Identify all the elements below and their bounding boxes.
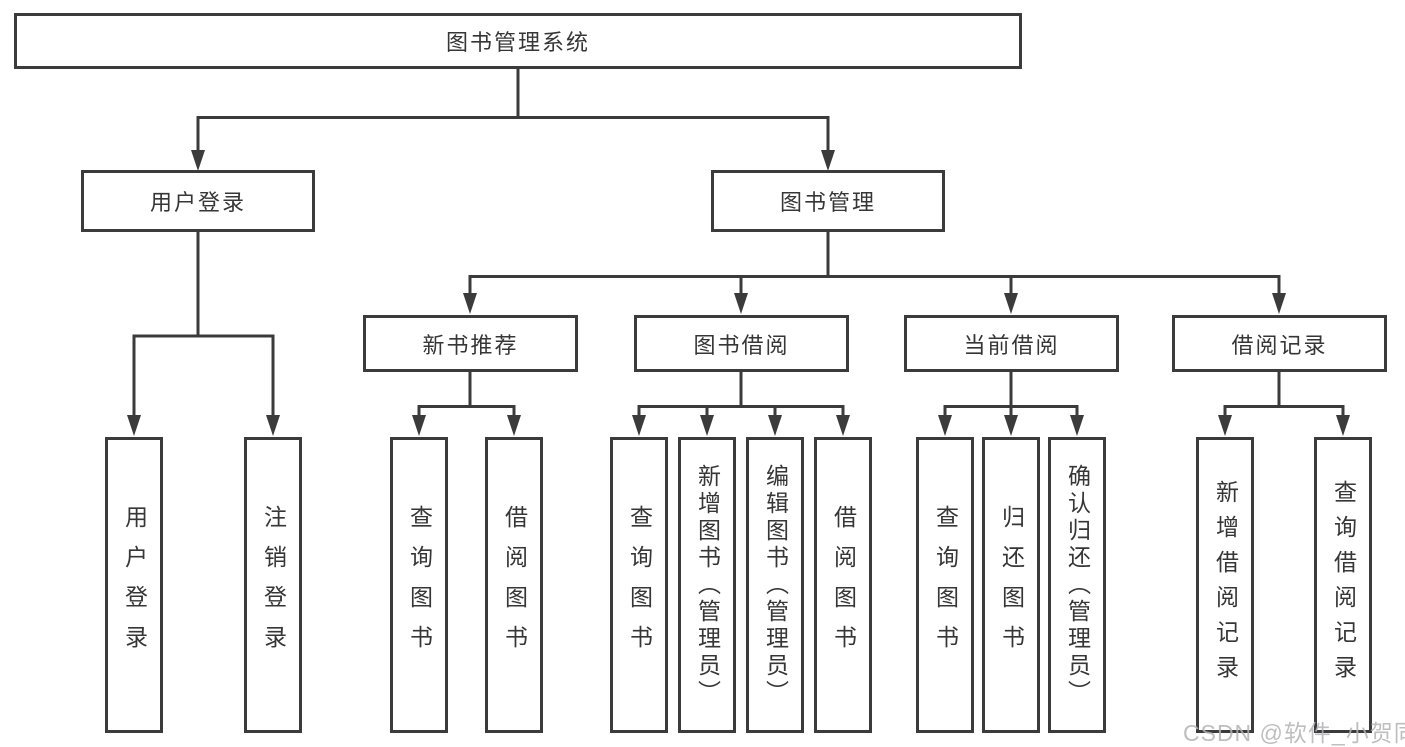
node-label: 确认归还（管理员）: [1064, 463, 1091, 707]
node-user-login: 用户登录: [81, 170, 315, 232]
node-label: 图书借阅: [693, 332, 790, 358]
connector-current-children: [938, 372, 1084, 436]
node-leaf-query-books-3: 查询图书: [916, 437, 974, 733]
connector-root-to-level2: [191, 69, 835, 171]
node-label: 新书推荐: [422, 332, 519, 358]
node-book-management: 图书管理: [711, 170, 945, 232]
connector-records-children: [1218, 372, 1350, 436]
node-current-borrow: 当前借阅: [904, 315, 1119, 372]
connector-login-children: [127, 232, 280, 436]
node-label: 查询图书: [626, 505, 653, 665]
node-leaf-logout: 注销登录: [244, 437, 302, 733]
node-leaf-query-books-1: 查询图书: [390, 437, 448, 733]
node-leaf-query-borrow-record: 查询借阅记录: [1314, 437, 1372, 733]
node-label: 借阅图书: [501, 505, 528, 665]
node-new-book-recommend: 新书推荐: [363, 315, 578, 372]
connector-borrow-children: [632, 372, 850, 436]
node-label: 用户登录: [121, 505, 148, 665]
connector-management-children: [463, 232, 1286, 314]
node-leaf-add-book-admin: 新增图书（管理员）: [678, 437, 736, 733]
node-label: 当前借阅: [963, 332, 1060, 358]
node-label: 查询图书: [406, 505, 433, 665]
connector-recommend-children: [412, 372, 521, 436]
node-label: 新增借阅记录: [1212, 480, 1239, 690]
node-borrow-records: 借阅记录: [1172, 315, 1387, 372]
node-leaf-add-borrow-record: 新增借阅记录: [1196, 437, 1254, 733]
node-leaf-return-book: 归还图书: [982, 437, 1040, 733]
node-label: 图书管理: [779, 190, 876, 215]
node-label: 查询图书: [932, 505, 959, 665]
node-leaf-borrow-books-2: 借阅图书: [814, 437, 872, 733]
node-label: 借阅图书: [830, 505, 857, 665]
node-system-root: 图书管理系统: [14, 13, 1022, 69]
node-leaf-user-login: 用户登录: [105, 437, 163, 733]
node-label: 编辑图书（管理员）: [762, 463, 789, 707]
node-book-borrow: 图书借阅: [634, 315, 849, 372]
node-label: 图书管理系统: [445, 30, 590, 55]
node-label: 归还图书: [998, 505, 1025, 665]
node-label: 新增图书（管理员）: [694, 463, 721, 707]
node-leaf-confirm-return-admin: 确认归还（管理员）: [1048, 437, 1106, 733]
node-leaf-borrow-books-1: 借阅图书: [485, 437, 543, 733]
node-label: 用户登录: [149, 190, 246, 215]
node-label: 注销登录: [260, 505, 287, 665]
node-leaf-edit-book-admin: 编辑图书（管理员）: [746, 437, 804, 733]
node-leaf-query-books-2: 查询图书: [610, 437, 668, 733]
node-label: 查询借阅记录: [1330, 480, 1357, 690]
node-label: 借阅记录: [1231, 332, 1328, 358]
